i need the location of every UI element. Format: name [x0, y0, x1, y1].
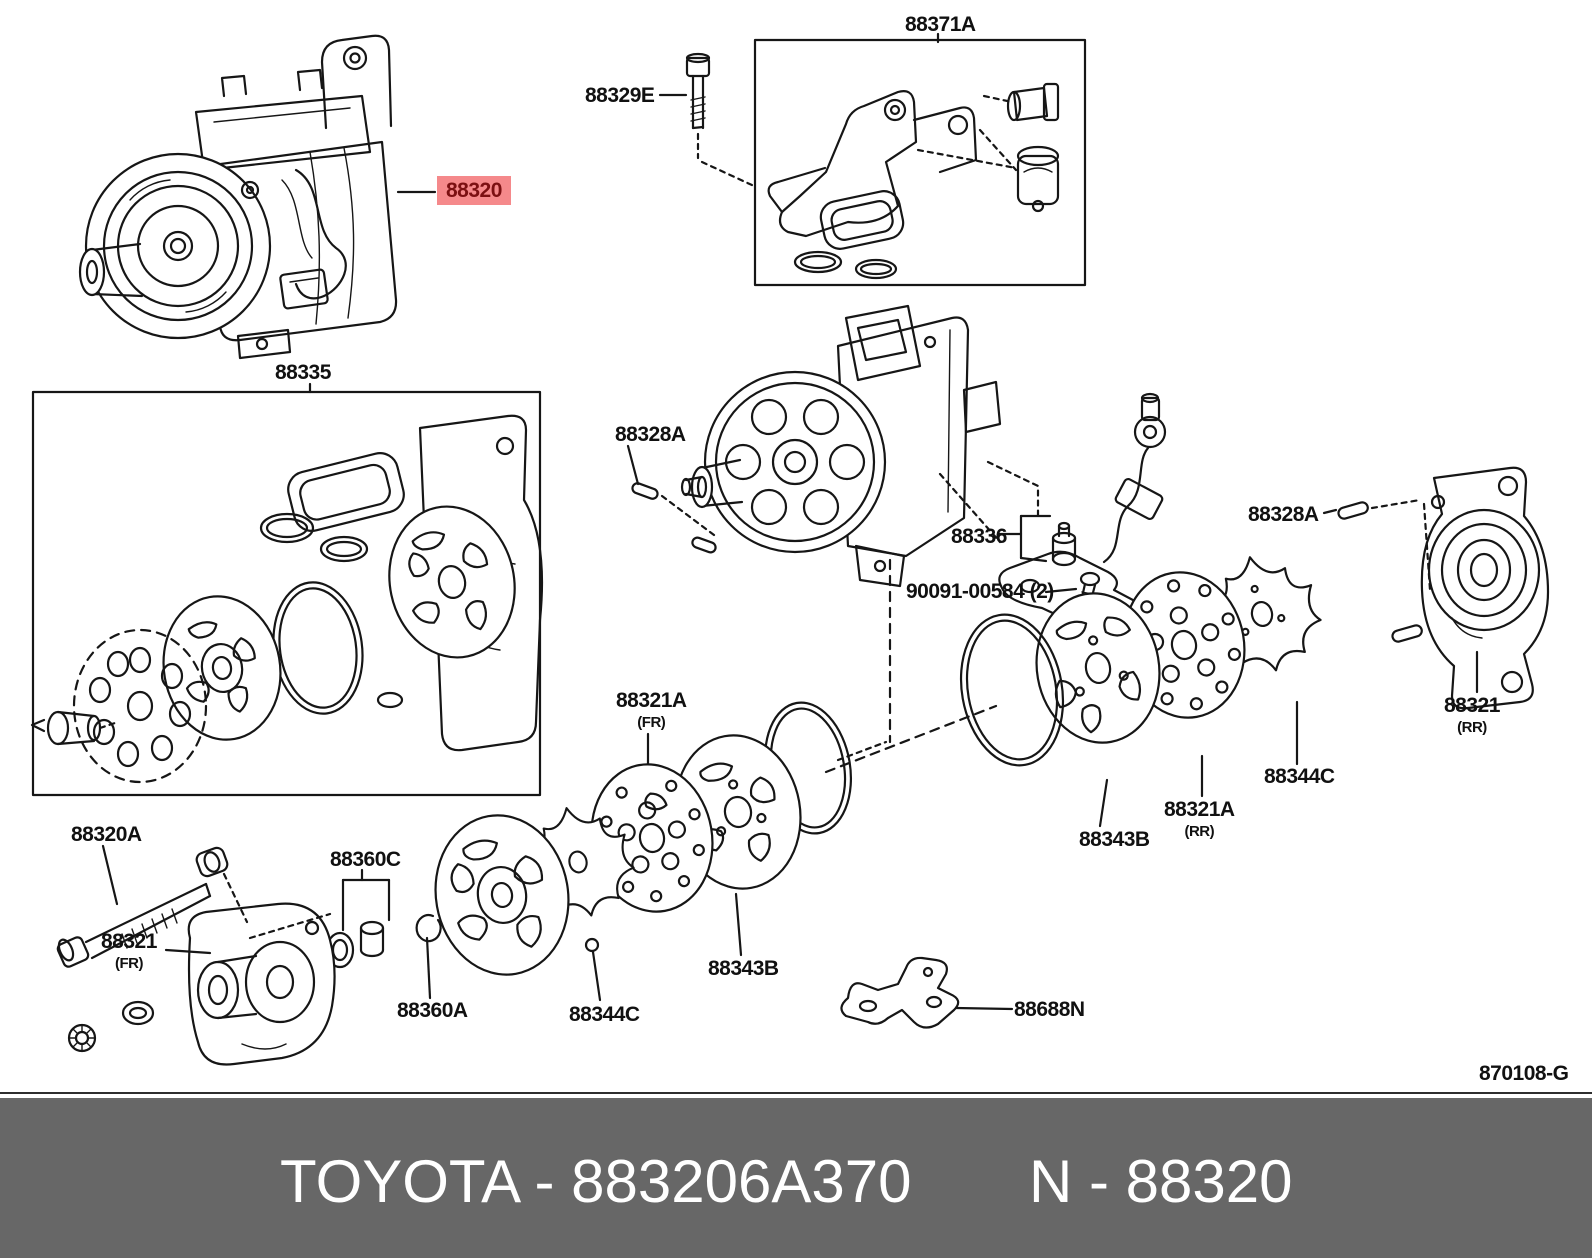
exploded-parts-diagram-art [30, 32, 1550, 1066]
part-label-88329e: 88329E [585, 84, 655, 107]
part-label-sub: (RR) [1184, 823, 1215, 840]
part-label-88320-highlighted: 88320 [437, 176, 511, 205]
part-label-88343b-bottom: 88343B [708, 957, 779, 980]
part-label-88321-front: 88321 (FR) [101, 931, 157, 971]
footer-part-number: TOYOTA - 883206A370 [280, 1148, 912, 1215]
front-stack-art [56, 701, 888, 1066]
part-label-88360a: 88360A [397, 999, 468, 1022]
footer-banner: TOYOTA - 883206A370 N - 88320 [0, 1098, 1592, 1258]
part-label-88328a-left: 88328A [615, 423, 686, 446]
rear-stack-art [959, 466, 1550, 828]
part-label-88344c-right: 88344C [1264, 765, 1335, 788]
bracket-kit-art [658, 32, 1087, 287]
part-label-88688n: 88688N [1014, 998, 1085, 1021]
part-label-88328a-right: 88328A [1248, 503, 1319, 526]
part-label-88321a-rear: 88321A (RR) [1164, 799, 1235, 839]
pipe-clamp-art [840, 956, 1014, 1029]
part-label-sub: (FR) [114, 955, 143, 972]
part-label-88344c-bottom: 88344C [569, 1003, 640, 1026]
part-label-88321a-front: 88321A (FR) [616, 690, 687, 730]
part-label-text: 88321A [1164, 798, 1235, 821]
part-label-text: 88321 [1444, 694, 1500, 717]
part-label-88343b-right: 88343B [1079, 828, 1150, 851]
footer-catalog-number: N - 88320 [1029, 1148, 1293, 1215]
diagram-ref-code: 870108-G [1479, 1062, 1569, 1085]
part-label-text: 88321A [616, 689, 687, 712]
part-label-90091-00584: 90091-00584 (2) [906, 580, 1054, 603]
part-label-88371a: 88371A [905, 13, 976, 36]
compressor-core-art [680, 304, 1002, 774]
compressor-assembly-art [78, 34, 437, 360]
part-label-sub: (RR) [1457, 719, 1487, 736]
part-label-88335: 88335 [275, 361, 331, 384]
gasket-kit-art [30, 382, 544, 797]
part-label-88360c: 88360C [330, 848, 401, 871]
footer-divider-line [0, 1092, 1592, 1094]
part-label-88336: 88336 [951, 525, 1007, 548]
part-label-88321-rear: 88321 (RR) [1444, 695, 1500, 735]
leader-lines [101, 444, 743, 1002]
part-label-text: 88321 [101, 930, 157, 953]
part-label-88320a: 88320A [71, 823, 142, 846]
part-label-sub: (FR) [637, 714, 666, 731]
